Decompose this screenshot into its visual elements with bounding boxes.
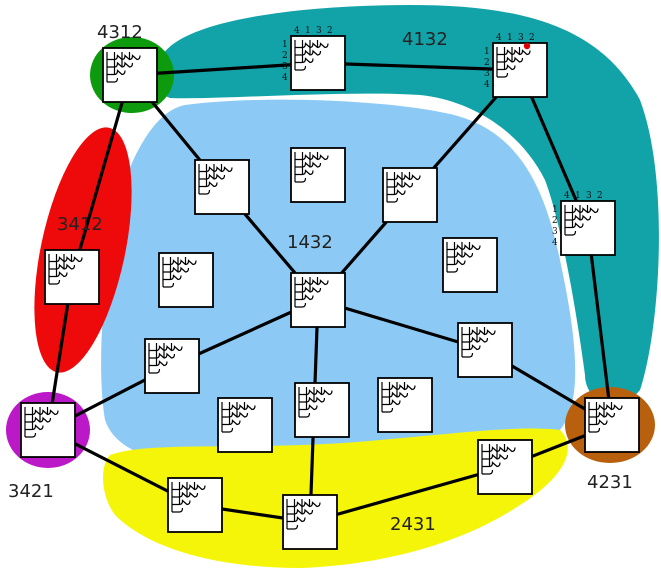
edge [308, 465, 507, 524]
row-label: 4 [552, 238, 558, 248]
matrix-tile [290, 35, 346, 91]
column-label: 4 [496, 33, 502, 43]
matrix-tile [217, 397, 273, 453]
edge [70, 73, 132, 279]
matrix-tile [158, 252, 214, 308]
matrix-tile [442, 237, 498, 293]
matrix-tile [20, 402, 76, 458]
row-label: 3 [282, 62, 288, 72]
label-3421: 3421 [8, 481, 54, 502]
matrix-tile [584, 397, 640, 453]
row-label: 2 [552, 216, 558, 226]
column-label: 3 [316, 26, 322, 36]
label-3412: 3412 [57, 214, 103, 235]
column-label: 1 [305, 26, 311, 36]
highlight-dot [523, 42, 531, 50]
column-label: 1 [507, 33, 513, 43]
matrix-tile [44, 249, 100, 305]
row-label: 2 [484, 58, 490, 68]
column-label: 2 [529, 33, 535, 43]
column-label: 3 [518, 33, 524, 43]
row-label: 2 [282, 51, 288, 61]
matrix-tile [194, 159, 250, 215]
row-label: 3 [484, 69, 490, 79]
label-4231: 4231 [587, 472, 633, 493]
edge [586, 226, 614, 427]
matrix-tile [382, 167, 438, 223]
column-label: 1 [575, 191, 581, 201]
label-4312: 4312 [97, 22, 143, 43]
label-4132: 4132 [402, 29, 448, 50]
matrix-tile [477, 439, 533, 495]
matrix-tile [377, 377, 433, 433]
matrix-tile [282, 494, 338, 550]
column-label: 2 [327, 26, 333, 36]
edge [128, 61, 320, 77]
matrix-tile [290, 147, 346, 203]
matrix-tile [144, 338, 200, 394]
column-label: 2 [597, 191, 603, 201]
matrix-tile [560, 200, 616, 256]
label-1432: 1432 [287, 232, 333, 253]
column-label: 4 [564, 191, 570, 201]
row-label: 4 [484, 80, 490, 90]
row-label: 1 [552, 205, 558, 215]
tiles [20, 35, 640, 550]
column-label: 3 [586, 191, 592, 201]
row-label: 1 [282, 40, 288, 50]
region-4132-blob [153, 5, 659, 406]
matrix-tile [492, 42, 548, 98]
edge [316, 61, 522, 72]
column-label: 4 [294, 26, 300, 36]
matrix-tile [102, 47, 158, 103]
matrix-tile [457, 322, 513, 378]
row-label: 4 [282, 73, 288, 83]
matrix-tile [290, 272, 346, 328]
label-2431: 2431 [390, 514, 436, 535]
matrix-tile [294, 382, 350, 438]
row-label: 3 [552, 227, 558, 237]
row-label: 1 [484, 47, 490, 57]
matrix-tile [167, 477, 223, 533]
